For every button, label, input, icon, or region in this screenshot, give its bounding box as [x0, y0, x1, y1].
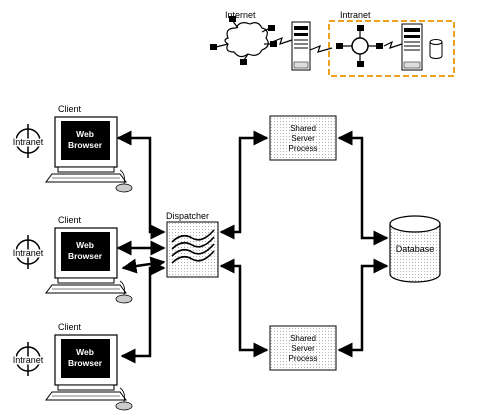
screen-line1: Web	[76, 240, 94, 250]
monitor-icon	[54, 116, 118, 173]
dispatcher-server2-arrow	[219, 258, 269, 358]
screen-line1: Web	[76, 129, 94, 139]
server2-database-arrow	[337, 258, 389, 358]
internet-server-icon	[291, 21, 311, 71]
dispatcher-label: Dispatcher	[166, 211, 209, 221]
shared-server-line2: Server	[291, 134, 315, 143]
intranet-label: Intranet	[13, 355, 44, 365]
shared-server-line2: Server	[291, 344, 315, 353]
intranet-node-icon	[15, 235, 41, 269]
dispatcher: Dispatcher	[166, 211, 219, 278]
client-workstation: Client Intranet Web Browser	[11, 215, 133, 304]
dispatcher-box	[166, 221, 219, 278]
client1-dispatcher-arrow	[116, 130, 166, 240]
screen-line2: Browser	[68, 358, 103, 368]
monitor-icon	[54, 227, 118, 284]
keyboard-icon	[45, 173, 127, 183]
client-label: Client	[58, 322, 82, 332]
screen-line2: Browser	[68, 251, 103, 261]
connections	[116, 130, 389, 364]
intranet-server-icon	[401, 23, 423, 71]
shared-server-line1: Shared	[290, 124, 316, 133]
shared-server-bottom: Shared Server Process	[269, 325, 337, 371]
internet-label: Internet	[225, 10, 256, 20]
small-database-icon	[429, 39, 443, 59]
intranet-node-icon	[15, 342, 41, 376]
client-label: Client	[58, 215, 82, 225]
mouse-icon	[115, 387, 133, 411]
screen-line2: Browser	[68, 140, 103, 150]
intranet-label: Intranet	[13, 248, 44, 258]
database: Database	[389, 215, 441, 283]
screen-line1: Web	[76, 347, 94, 357]
intranet-label: Intranet	[340, 10, 371, 20]
client-label: Client	[58, 104, 82, 114]
server1-database-arrow	[337, 130, 389, 246]
dispatcher-server1-arrow	[219, 130, 269, 240]
intranet-group: Intranet	[328, 10, 455, 77]
hub-icon	[351, 37, 369, 55]
database-label: Database	[396, 244, 435, 254]
internet-group: Internet	[210, 10, 333, 71]
shared-server-box	[269, 325, 337, 371]
shared-server-line3: Process	[289, 354, 318, 363]
client3-dispatcher-arrow	[120, 260, 166, 364]
shared-server-top: Shared Server Process	[269, 115, 337, 161]
shared-server-line1: Shared	[290, 334, 316, 343]
monitor-icon	[54, 334, 118, 391]
shared-server-line3: Process	[289, 144, 318, 153]
internet-cloud-icon	[224, 22, 269, 58]
intranet-label: Intranet	[13, 137, 44, 147]
keyboard-icon	[45, 391, 127, 401]
database-icon	[389, 224, 441, 283]
client-workstation: Client Intranet Web Browser	[11, 322, 133, 411]
client-workstation: Client Intranet Web Browser	[11, 104, 133, 193]
shared-server-box	[269, 115, 337, 161]
intranet-node-icon	[15, 124, 41, 158]
keyboard-icon	[45, 284, 127, 294]
